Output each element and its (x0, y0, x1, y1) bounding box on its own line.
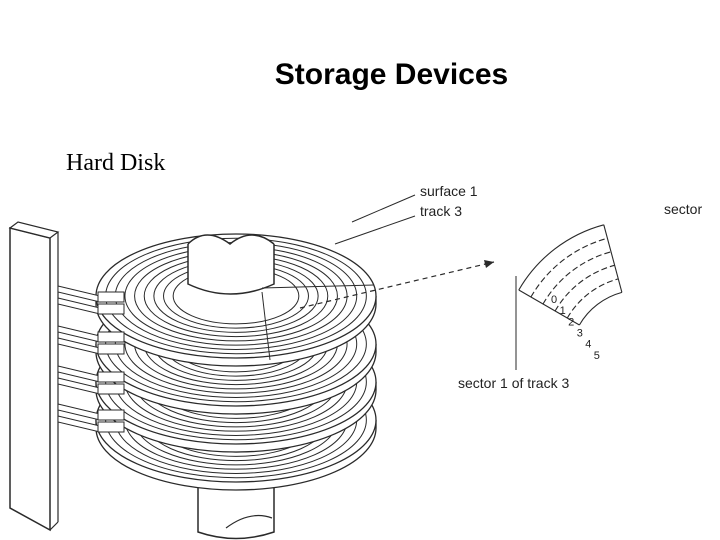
sector-number: 1 (560, 305, 566, 317)
actuator-assembly (8, 221, 125, 532)
track-arc (518, 224, 604, 291)
sector-number: 0 (551, 294, 557, 306)
sector-boundary-lines (261, 284, 375, 361)
actuator-arm (57, 377, 125, 395)
actuator-arm (57, 297, 125, 315)
surface-label: surface 1 (420, 183, 478, 199)
track-arc (554, 264, 615, 312)
track-arc (578, 291, 623, 326)
track-arc (566, 278, 619, 319)
wedge-edge (603, 224, 623, 293)
sector-number: 3 (577, 328, 583, 340)
pointer-lines (299, 194, 517, 370)
sector-label: sector (664, 201, 702, 217)
actuator-arm (57, 337, 125, 355)
actuator-arm (57, 415, 125, 433)
platter-stack (95, 233, 377, 491)
track-arc (530, 237, 608, 298)
spindle-top (187, 234, 275, 295)
actuator-arm (57, 285, 125, 303)
sector-number: 5 (594, 350, 600, 362)
wedge-edge (518, 289, 580, 326)
sector-detail-wedge (518, 224, 623, 326)
sector-of-track-label: sector 1 of track 3 (458, 375, 569, 391)
sector-number: 2 (568, 316, 574, 328)
actuator-arm (57, 403, 125, 421)
slide-subtitle: Hard Disk (66, 150, 166, 176)
actuator-arm (57, 325, 125, 343)
slide-title: Storage Devices (274, 58, 509, 91)
actuator-arm (57, 365, 125, 383)
sector-number: 4 (585, 339, 591, 351)
track-label: track 3 (420, 203, 462, 219)
